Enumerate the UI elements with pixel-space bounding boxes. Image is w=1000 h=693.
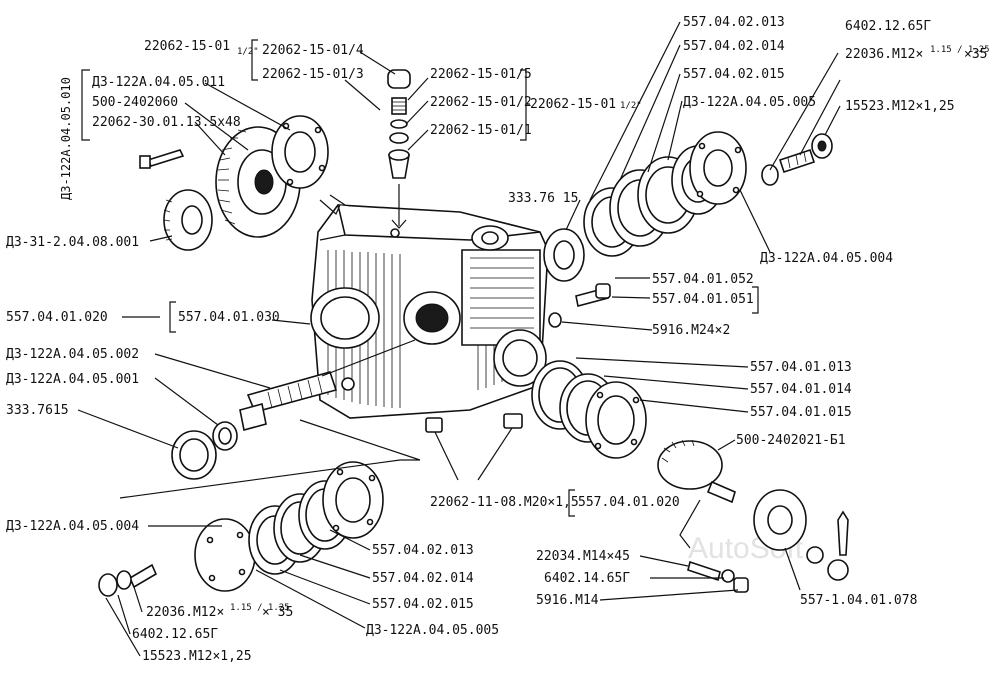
label-half-inch: 1/2": [237, 47, 259, 57]
label-d3-005-low: Д3-122А.04.05.005: [366, 623, 499, 638]
label-557-01-013: 557.04.01.013: [750, 360, 852, 375]
gearbox-housing: [310, 204, 549, 419]
label-5916-m14: 5916.М14: [536, 593, 599, 608]
output-gear-assembly: [657, 439, 849, 593]
label-22036-left: 22036.М12×: [146, 605, 224, 620]
label-500-2402060: 500-2402060: [92, 95, 178, 110]
label-557-02-014-top: 557.04.02.014: [683, 39, 785, 54]
filler-plug-stack: [387, 69, 411, 229]
label-22034: 22034.М14×45: [536, 549, 630, 564]
label-22062-30: 22062-30.01.13.5х48: [92, 115, 241, 130]
label-22062-15-01-right: 22062-15-01: [530, 97, 616, 112]
label-22062-15-01-3: 22062-15-01/3: [262, 67, 364, 82]
label-d3-005-top: Д3-122А.04.05.005: [683, 95, 816, 110]
label-22062-15-01-4: 22062-15-01/4: [262, 43, 364, 58]
label-6402-14-65g: 6402.14.65Г: [544, 571, 630, 586]
label-22036-left-length: × 35: [262, 605, 293, 620]
label-557-1-078: 557-1.04.01.078: [800, 593, 917, 608]
label-557-01-015: 557.04.01.015: [750, 405, 852, 420]
label-6402-12-65g-left: 6402.12.65Г: [132, 627, 218, 642]
label-557-04-01-030: 557.04.01.030: [178, 310, 280, 325]
label-22062-15-01-2: 22062-15-01/2: [430, 95, 532, 110]
label-557-02-015-low: 557.04.02.015: [372, 597, 474, 612]
label-6402-12-65g-top: 6402.12.65Г: [845, 19, 931, 34]
part-labels: Д3-122А.04.05.010 22062-15-01 1/2" 22062…: [6, 15, 990, 664]
label-22062-11-08: 22062-11-08.М20×1,5: [430, 495, 579, 510]
label-500-2402021: 500-2402021-Б1: [736, 433, 846, 448]
right-side-parts: [531, 283, 647, 459]
label-d3-31: Д3-31-2.04.08.001: [6, 235, 139, 250]
label-557-04-01-020: 557.04.01.020: [6, 310, 108, 325]
label-557-02-013-top: 557.04.02.013: [683, 15, 785, 30]
label-d3-004-left: Д3-122А.04.05.004: [6, 519, 139, 534]
label-22036-left-fraction: 1.15 / 1.25: [230, 603, 290, 613]
label-vertical-assembly: Д3-122А.04.05.010: [59, 77, 73, 200]
label-22062-15-01-5: 22062-15-01/5: [430, 67, 532, 82]
label-22062-15-01: 22062-15-01: [144, 39, 230, 54]
drain-plugs: [425, 413, 523, 433]
label-22036-top-fraction: 1.15 / 1.25: [930, 45, 990, 55]
label-5916-m24: 5916.М24×2: [652, 323, 730, 338]
label-15523-left: 15523.М12×1,25: [142, 649, 252, 664]
label-557-02-015-top: 557.04.02.015: [683, 67, 785, 82]
label-557-01-052: 557.04.01.052: [652, 272, 754, 287]
bottom-left-cover-stack: [98, 461, 384, 597]
label-22062-15-01-1: 22062-15-01/1: [430, 123, 532, 138]
label-d3-002: Д3-122А.04.05.002: [6, 347, 139, 362]
label-557-01-051: 557.04.01.051: [652, 292, 754, 307]
label-22036-top-length: ×35: [964, 47, 987, 62]
label-half-inch-right: 1/2": [620, 101, 642, 111]
input-shaft: [171, 339, 416, 480]
label-15523-top: 15523.М12×1,25: [845, 99, 955, 114]
label-bearing-333-mid: 333.76 15: [508, 191, 578, 206]
label-557-02-014-low: 557.04.02.014: [372, 571, 474, 586]
leader-lines: [77, 21, 841, 657]
label-bearing-333-left: 333.7615: [6, 403, 69, 418]
label-d3-004-right: Д3-122А.04.05.004: [760, 251, 893, 266]
label-557-02-013-low: 557.04.02.013: [372, 543, 474, 558]
label-557-01-014: 557.04.01.014: [750, 382, 852, 397]
label-d3-001: Д3-122А.04.05.001: [6, 372, 139, 387]
label-d3-011: Д3-122А.04.05.011: [92, 75, 225, 90]
top-right-cover-stack: [543, 131, 833, 282]
label-557-01-020-b: 557.04.01.020: [578, 495, 680, 510]
bevel-gear-assembly: [139, 115, 329, 251]
label-22036-top: 22036.М12×: [845, 47, 923, 62]
